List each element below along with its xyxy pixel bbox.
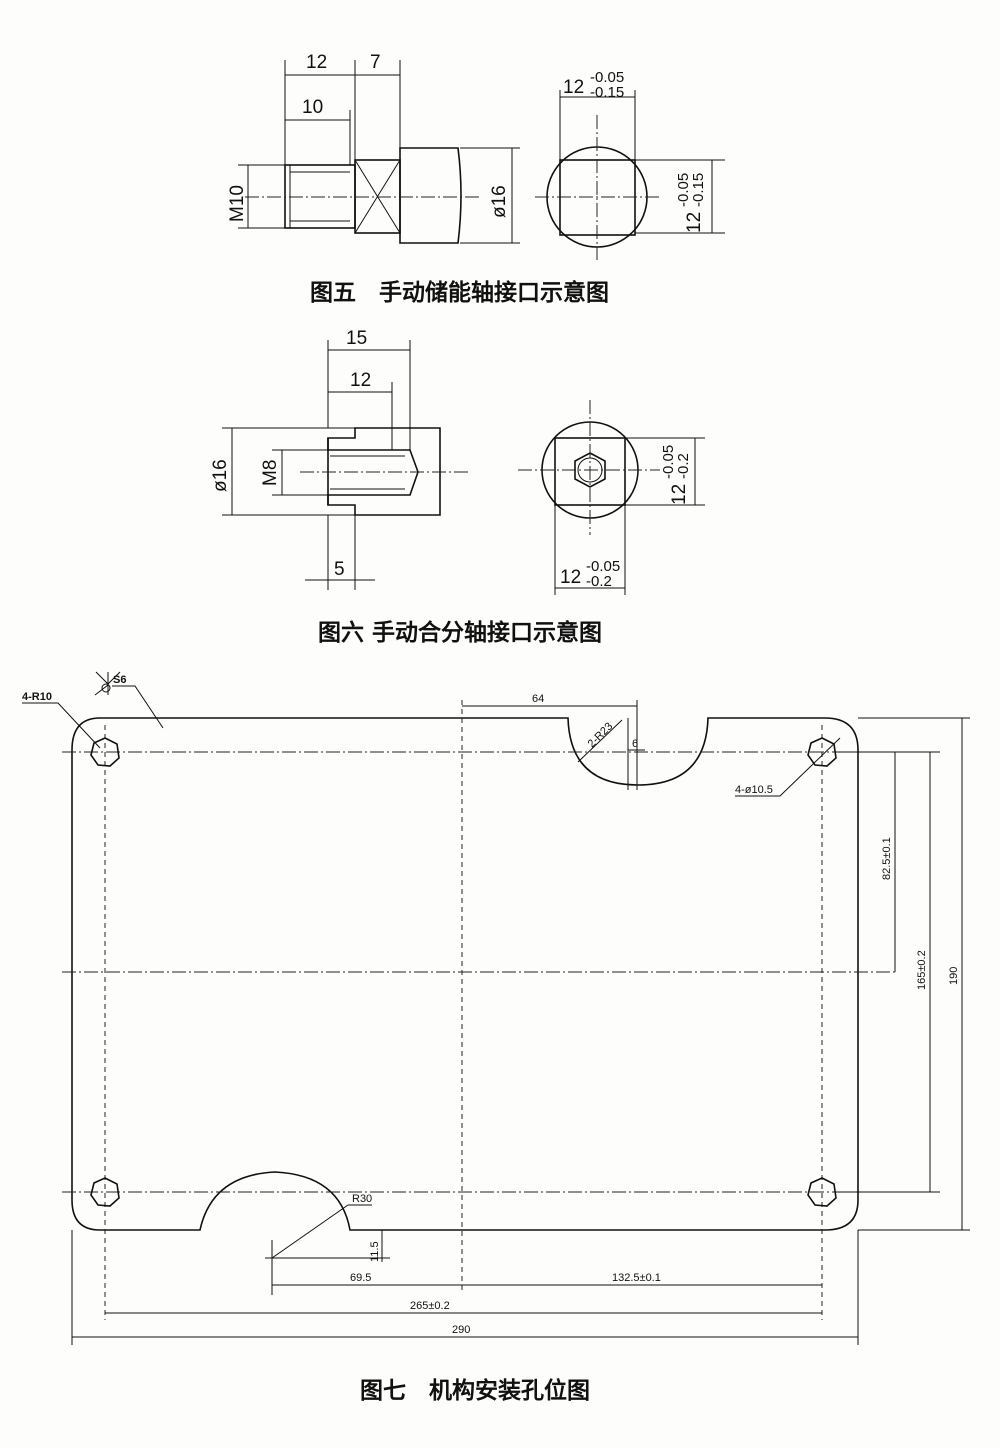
dim-m10: M10 xyxy=(227,185,248,222)
tol-side-base: 12 xyxy=(684,212,705,233)
tol6-side-lower: -0.2 xyxy=(675,453,692,479)
tol-top-upper: -0.05 xyxy=(590,69,624,86)
figure5-caption: 图五 手动储能轴接口示意图 xyxy=(310,279,609,306)
tol6-bottom-upper: -0.05 xyxy=(586,558,620,575)
dim-12: 12 xyxy=(306,52,327,73)
tol-top-lower: -0.15 xyxy=(590,84,624,101)
tol6-bottom-lower: -0.2 xyxy=(586,573,612,590)
dim-69-5: 69.5 xyxy=(350,1272,371,1284)
dim-phi16: ø16 xyxy=(489,185,510,218)
dim-7: 7 xyxy=(370,52,381,73)
tol-side-lower: -0.15 xyxy=(690,173,707,207)
mounting-holes xyxy=(90,737,837,1207)
figure6-section-view: 15 12 ø16 M8 5 xyxy=(210,328,470,590)
figure7-mounting-plate: 4-R10 S6 64 6 2-R23 4-ø10.5 82.5±0.1 165… xyxy=(22,671,970,1345)
dim-64: 64 xyxy=(532,693,544,705)
label-2-r23: 2-R23 xyxy=(586,720,616,750)
label-s6: S6 xyxy=(113,674,126,686)
tol6-side-base: 12 xyxy=(669,484,690,505)
dim-phi16b: ø16 xyxy=(210,459,231,492)
tol-top-base: 12 xyxy=(563,77,584,98)
dim-290: 290 xyxy=(452,1324,470,1336)
label-4-phi10-5: 4-ø10.5 xyxy=(735,784,773,796)
tol6-side-upper: -0.05 xyxy=(660,445,677,479)
dim-12b: 12 xyxy=(350,370,371,391)
label-4-r10: 4-R10 xyxy=(22,691,52,703)
dim-11-5: 11.5 xyxy=(369,1241,381,1262)
figure7-caption: 图七 机构安装孔位图 xyxy=(360,1377,590,1404)
dim-10: 10 xyxy=(302,97,323,118)
figure6-caption: 图六 手动合分轴接口示意图 xyxy=(318,619,602,646)
dim-165: 165±0.2 xyxy=(916,950,928,990)
dim-265: 265±0.2 xyxy=(410,1300,450,1312)
dim-82-5: 82.5±0.1 xyxy=(881,837,893,880)
dim-6: 6 xyxy=(632,738,638,750)
dim-132-5: 132.5±0.1 xyxy=(612,1272,661,1284)
tol6-bottom-base: 12 xyxy=(560,567,581,588)
dim-m8: M8 xyxy=(260,460,281,486)
figure5-side-view: 12 7 10 M10 ø16 xyxy=(227,52,520,244)
figure6-end-view: 12 -0.05 -0.2 12 -0.05 -0.2 xyxy=(518,400,705,595)
label-r30: R30 xyxy=(352,1193,372,1205)
figure5-end-view: 12 -0.05 -0.15 12 -0.05 -0.15 xyxy=(535,69,725,260)
dim-15: 15 xyxy=(346,328,367,349)
dim-190: 190 xyxy=(948,967,960,985)
tol-side-upper: -0.05 xyxy=(675,173,692,207)
dim-5: 5 xyxy=(334,559,345,580)
